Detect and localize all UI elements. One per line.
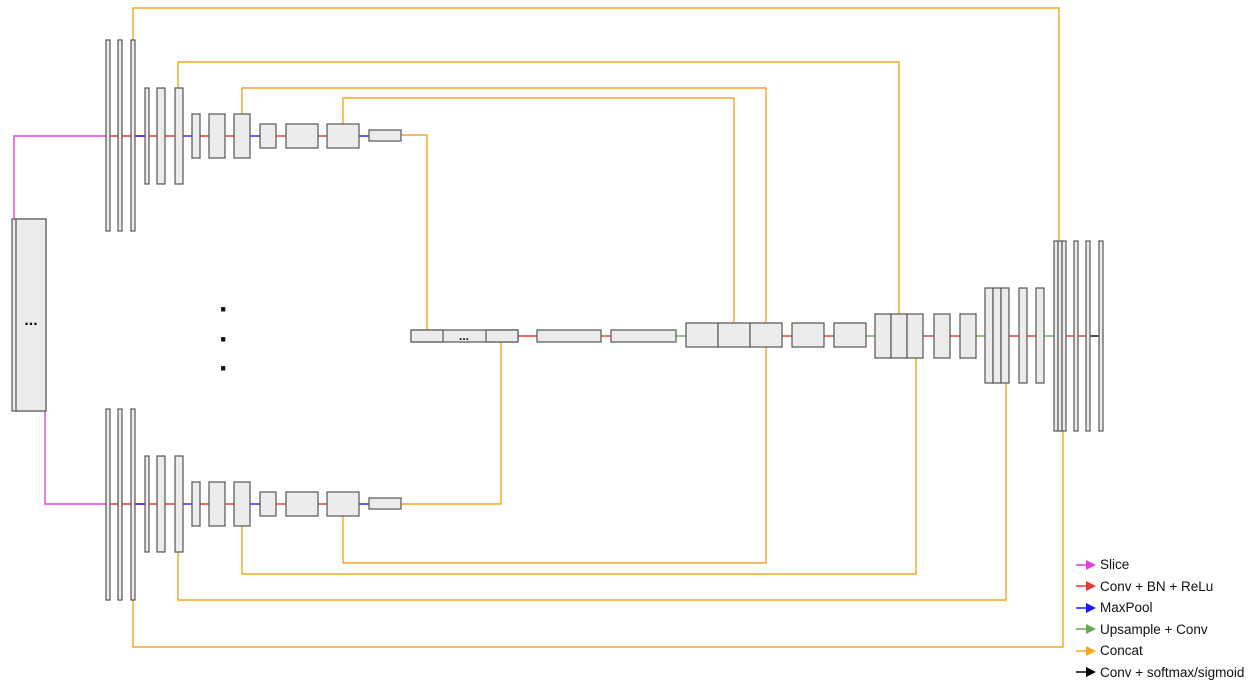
top-enc-l2-a — [144, 87, 150, 185]
dec-l3-skip-b — [906, 313, 924, 359]
flow-lines — [109, 135, 1100, 505]
legend-arrow-icon — [1076, 624, 1096, 635]
legend-item: Slice — [1076, 554, 1244, 576]
top-enc-l1-c — [130, 39, 136, 232]
dec-l4-up — [685, 322, 719, 348]
bottom-encoder — [105, 408, 402, 601]
dec-l4-conv-b — [833, 322, 867, 348]
bottom-enc-l5 — [368, 497, 402, 510]
top-enc-l5 — [368, 129, 402, 142]
concat-bottom-level3 — [241, 357, 917, 575]
bottom-enc-l1-a — [105, 408, 111, 601]
top-enc-l2-c — [174, 87, 184, 185]
dec-l3-conv-a — [933, 313, 951, 359]
bottom-enc-l1-b — [117, 408, 123, 601]
legend-label: Slice — [1100, 557, 1130, 573]
concat-connections — [132, 7, 1064, 648]
legend-item: Concat — [1076, 640, 1244, 662]
top-enc-l4-a — [259, 123, 277, 149]
vertical-ellipsis: · · · — [219, 293, 229, 385]
dec-l4-conv-a — [791, 322, 825, 348]
concat-bottom-level1 — [132, 430, 1064, 648]
slice-bottom — [44, 411, 106, 505]
legend-item: MaxPool — [1076, 597, 1244, 619]
concat-bottom-bottleneck — [401, 342, 502, 505]
bottom-enc-l4-c — [326, 491, 360, 517]
bottom-enc-l2-b — [156, 455, 166, 553]
top-enc-l3-b — [208, 113, 226, 159]
bottom-enc-l1-c — [130, 408, 136, 601]
bottleneck-conv-a — [536, 329, 602, 343]
legend-item: Upsample + Conv — [1076, 619, 1244, 641]
legend-label: MaxPool — [1100, 600, 1153, 616]
concat-top-level3 — [241, 87, 767, 323]
dec-l2-conv-b — [1035, 287, 1045, 384]
bottom-enc-l2-a — [144, 455, 150, 553]
legend-label: Conv + BN + ReLu — [1100, 578, 1214, 594]
legend-arrow-icon — [1076, 602, 1096, 613]
bottleneck-concat-last — [485, 329, 519, 343]
top-enc-l3-c — [233, 113, 251, 159]
input-ellipsis: ... — [24, 312, 37, 329]
concat-bottom-level2 — [177, 383, 1007, 601]
legend-arrow-icon — [1076, 559, 1096, 570]
legend-label: Conv + softmax/sigmoid — [1100, 664, 1245, 680]
bottom-enc-l2-c — [174, 455, 184, 553]
bottleneck-concat-first — [410, 329, 444, 343]
legend-label: Concat — [1100, 643, 1143, 659]
dec-l2-skip-a — [992, 287, 1002, 384]
vertical-dot-2: · — [219, 323, 229, 356]
dec-l1-skip-b — [1061, 240, 1067, 432]
bottom-enc-l3-c — [233, 481, 251, 527]
slice-top — [13, 135, 106, 219]
legend-arrow-icon — [1076, 581, 1096, 592]
top-enc-l4-b — [285, 123, 319, 149]
vertical-dot-3: · — [219, 352, 229, 385]
top-enc-l3-a — [191, 113, 201, 159]
dec-l1-conv-a — [1073, 240, 1079, 432]
bottom-enc-l4-a — [259, 491, 277, 517]
legend-label: Upsample + Conv — [1100, 621, 1208, 637]
concat-top-level4 — [342, 97, 735, 323]
legend-item: Conv + BN + ReLu — [1076, 576, 1244, 598]
slice-connections — [13, 135, 106, 505]
bottleneck-ellipsis: ... — [459, 329, 469, 343]
top-enc-l1-a — [105, 39, 111, 232]
input-block: ... — [11, 218, 47, 412]
legend-arrow-icon — [1076, 667, 1096, 678]
dec-output — [1098, 240, 1104, 432]
dec-l2-up — [984, 287, 994, 384]
top-enc-l2-b — [156, 87, 166, 185]
top-enc-l4-c — [326, 123, 360, 149]
concat-top-level1 — [132, 7, 1060, 240]
bottleneck: ... — [410, 329, 677, 343]
bottleneck-conv-b — [610, 329, 677, 343]
legend-item: Conv + softmax/sigmoid — [1076, 662, 1244, 684]
dec-l1-conv-b — [1085, 240, 1091, 432]
dec-l4-skip-b — [749, 322, 783, 348]
dec-l3-skip-a — [890, 313, 908, 359]
dec-l2-conv-a — [1018, 287, 1028, 384]
concat-bottom-level4 — [342, 347, 767, 564]
dec-l3-up — [874, 313, 892, 359]
input-volume-front — [15, 218, 47, 412]
dec-l2-skip-b — [1000, 287, 1010, 384]
bottom-enc-l4-b — [285, 491, 319, 517]
concat-top-level2 — [177, 61, 900, 314]
top-enc-l1-b — [117, 39, 123, 232]
bottom-enc-l3-a — [191, 481, 201, 527]
top-encoder — [105, 39, 402, 232]
dec-l3-conv-b — [959, 313, 977, 359]
vertical-dot-1: · — [219, 293, 229, 326]
dec-l4-skip-a — [717, 322, 751, 348]
decoder — [685, 240, 1104, 432]
concat-top-bottleneck — [401, 134, 428, 330]
bottom-enc-l3-b — [208, 481, 226, 527]
legend-arrow-icon — [1076, 645, 1096, 656]
